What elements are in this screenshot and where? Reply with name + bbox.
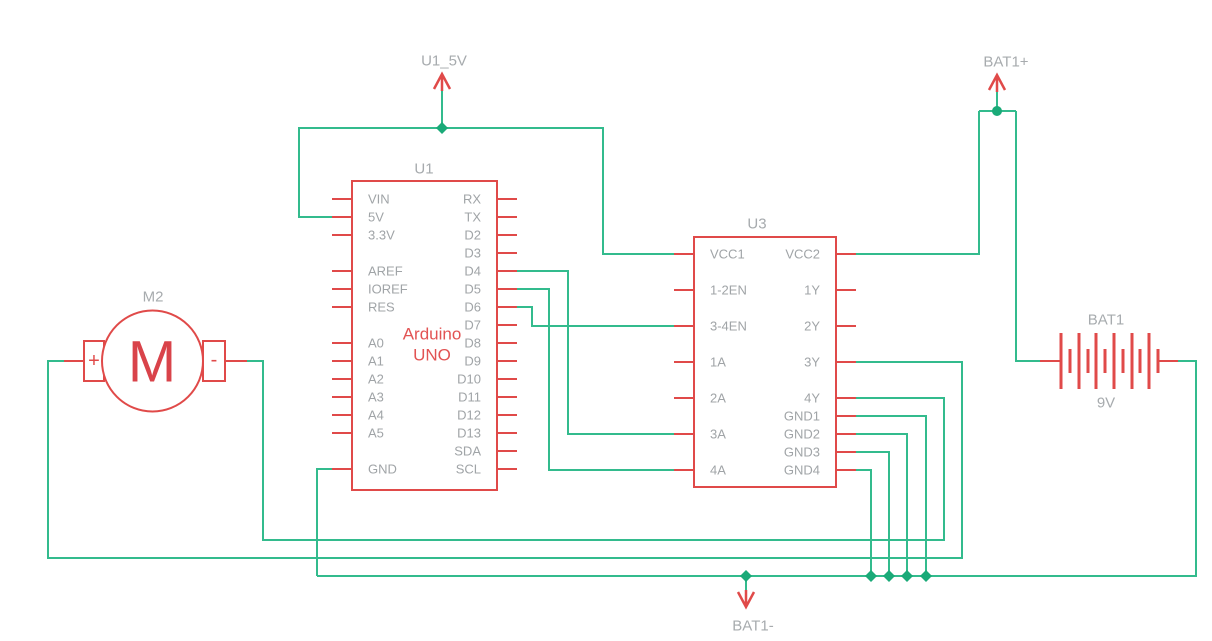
wire-u1-5v-to-u3-vcc1[interactable]	[298, 127, 674, 255]
pin-label: A3	[368, 390, 384, 405]
junction-diamond	[865, 570, 877, 582]
pin-label: 3.3V	[368, 228, 395, 243]
pin-label: 4A	[710, 463, 726, 478]
pin-label: TX	[464, 210, 481, 225]
pin-label: GND4	[784, 463, 820, 478]
pin-label: A4	[368, 408, 384, 423]
wire-d6-to-3-4en[interactable]	[517, 306, 674, 327]
wire-d4-to-3a[interactable]	[517, 270, 674, 435]
up-arrow-icon	[987, 72, 1007, 92]
u3-ref-label[interactable]: U3	[747, 216, 766, 233]
pin-label: GND	[368, 462, 397, 477]
pin-label: A1	[368, 354, 384, 369]
component-u3[interactable]: U3 VCC1 1-2EN 3-4EN 1A 2A 3A 4A VCC2 1Y …	[674, 216, 856, 488]
bat1-value-label[interactable]: 9V	[1097, 395, 1115, 412]
junction-diamond	[436, 122, 448, 134]
u1-pins-right: RX TX D2 D3 D4 D5 D6 D7 D8 D9 D10 D11 D1…	[454, 192, 517, 477]
u1-value-line2[interactable]: UNO	[413, 346, 451, 365]
pin-label: D5	[464, 282, 481, 297]
pin-label: D2	[464, 228, 481, 243]
pin-label: D10	[457, 372, 481, 387]
gnd-bus-junctions	[865, 570, 932, 582]
junction-diamond	[901, 570, 913, 582]
pin-label: 5V	[368, 210, 384, 225]
bat1-ref-label[interactable]: BAT1	[1088, 312, 1124, 329]
pin-label: 1-2EN	[710, 283, 747, 298]
pin-label: D13	[457, 426, 481, 441]
motor-letter: M	[128, 330, 176, 395]
wire-4y-to-motor-minus[interactable]	[247, 360, 945, 541]
pin-label: VCC1	[710, 247, 745, 262]
wire-3y-to-motor-plus[interactable]	[47, 360, 963, 559]
pin-label: 1Y	[804, 283, 820, 298]
pin-label: SCL	[456, 462, 481, 477]
pin-label: 3A	[710, 427, 726, 442]
motor-plus-sign: +	[88, 350, 100, 372]
pin-label: 3-4EN	[710, 319, 747, 334]
pin-label: GND3	[784, 445, 820, 460]
u3-pins-right: VCC2 1Y 2Y 3Y 4Y GND1 GND2 GND3 GND4	[784, 247, 856, 478]
pin-label: D3	[464, 246, 481, 261]
pin-label: GND1	[784, 409, 820, 424]
pin-label: IOREF	[368, 282, 408, 297]
junction-diamond	[883, 570, 895, 582]
pin-label: VCC2	[785, 247, 820, 262]
pin-label: D7	[464, 318, 481, 333]
pin-label: 3Y	[804, 355, 820, 370]
pin-label: A0	[368, 336, 384, 351]
pin-label: A2	[368, 372, 384, 387]
pin-label: 1A	[710, 355, 726, 370]
pin-label: D8	[464, 336, 481, 351]
down-arrow-icon	[736, 590, 756, 610]
pin-label: D4	[464, 264, 481, 279]
wires	[47, 110, 1197, 577]
wire-d5-to-4a[interactable]	[517, 288, 674, 471]
pin-label: GND2	[784, 427, 820, 442]
u1-ref-label[interactable]: U1	[414, 161, 433, 178]
up-arrow-icon	[432, 71, 452, 91]
component-u1[interactable]: U1 Arduino UNO VIN 5V 3.3V AREF IOREF RE…	[332, 161, 517, 491]
pin-label: VIN	[368, 192, 390, 207]
pin-label: D9	[464, 354, 481, 369]
pin-label: D12	[457, 408, 481, 423]
net-flag-bat1-plus[interactable]: BAT1+	[983, 54, 1029, 117]
net-flag-bat1-minus[interactable]: BAT1-	[732, 570, 774, 635]
net-flag-u1-5v[interactable]: U1_5V	[421, 53, 467, 135]
pin-label: AREF	[368, 264, 403, 279]
pin-label: RES	[368, 300, 395, 315]
wire-gnd4-to-bus[interactable]	[856, 469, 872, 576]
junction-diamond	[920, 570, 932, 582]
junction-dot	[992, 106, 1002, 116]
motor-minus-sign: -	[211, 349, 218, 371]
wire-u1-gnd-to-bus[interactable]	[316, 468, 333, 576]
pin-label: A5	[368, 426, 384, 441]
pin-label: SDA	[454, 444, 481, 459]
u3-pins-left: VCC1 1-2EN 3-4EN 1A 2A 3A 4A	[674, 247, 747, 478]
component-m2[interactable]: M2 + - M	[64, 289, 247, 413]
pin-label: 2A	[710, 391, 726, 406]
u1-body[interactable]	[351, 180, 498, 491]
pin-label: 2Y	[804, 319, 820, 334]
net-label-u1-5v[interactable]: U1_5V	[421, 53, 467, 70]
wire-vcc2-to-bat1plus[interactable]	[856, 111, 980, 255]
component-bat1[interactable]: BAT1 9V	[1040, 312, 1178, 412]
pin-label: RX	[463, 192, 481, 207]
pin-label: D6	[464, 300, 481, 315]
wire-battery-neg-to-gnd-bus[interactable]	[317, 360, 1197, 577]
u1-value-line1[interactable]: Arduino	[403, 325, 462, 344]
wire-gnd3-to-bus[interactable]	[856, 451, 890, 576]
junction-diamond	[740, 570, 752, 582]
pin-label: D11	[458, 390, 481, 405]
wire-gnd2-to-bus[interactable]	[856, 433, 908, 576]
m2-ref-label[interactable]: M2	[143, 289, 164, 306]
wire-bat1plus-to-battery[interactable]	[1015, 111, 1042, 362]
net-label-bat1-minus[interactable]: BAT1-	[732, 618, 773, 635]
net-label-bat1-plus[interactable]: BAT1+	[983, 54, 1028, 71]
battery-cells-icon	[1059, 333, 1160, 389]
pin-label: 4Y	[804, 391, 820, 406]
motor-body[interactable]	[101, 309, 204, 413]
wire-gnd1-to-bus[interactable]	[856, 415, 927, 576]
u1-pins-left: VIN 5V 3.3V AREF IOREF RES A0 A1 A2 A3 A…	[332, 192, 408, 477]
